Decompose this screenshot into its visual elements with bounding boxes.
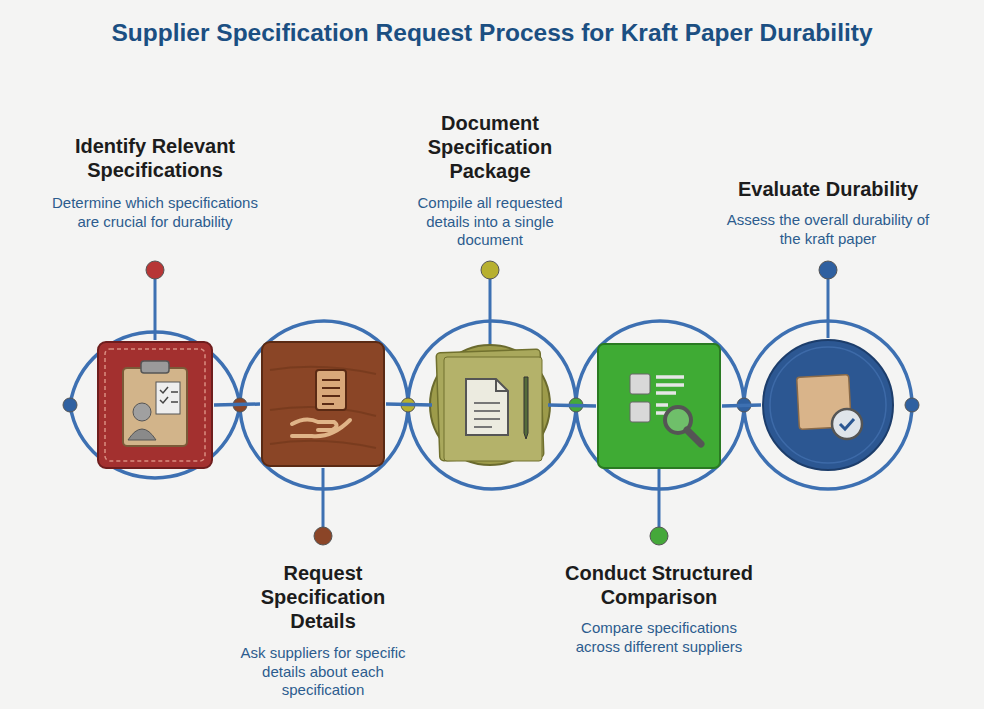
step-icon (260, 340, 386, 468)
step-node: Identify Relevant SpecificationsDetermin… (96, 340, 214, 470)
pin-stalk (658, 468, 661, 535)
step-node: Conduct Structured ComparisonCompare spe… (596, 342, 722, 470)
step-icon (432, 345, 548, 465)
cable-connector (214, 404, 260, 405)
step-node: Request Specification DetailsAsk supplie… (260, 340, 386, 468)
step-description: Assess the overall durability of the kra… (718, 211, 938, 248)
pin-stalk (489, 272, 492, 345)
pin-stalk (322, 468, 325, 535)
cable-connector (722, 405, 761, 406)
pin-dot (819, 261, 837, 279)
cable-connector (548, 405, 596, 406)
step-icon (96, 340, 214, 470)
step-heading: Conduct Structured Comparison (539, 561, 779, 609)
pin-stalk (154, 272, 157, 340)
cable-connector (386, 404, 432, 405)
step-description: Compile all requested details into a sin… (395, 194, 585, 250)
diagram-title: Supplier Specification Request Process f… (0, 19, 984, 47)
cable-dot (63, 398, 77, 412)
cable-dot (905, 398, 919, 412)
step-node: Document Specification PackageCompile al… (432, 345, 548, 465)
pin-stalk (827, 272, 830, 338)
pin-dot (314, 527, 332, 545)
step-icon (596, 342, 722, 470)
step-heading: Request Specification Details (248, 561, 398, 633)
pin-dot (481, 261, 499, 279)
cable-loop (744, 321, 912, 489)
pins (63, 261, 919, 545)
step-description: Ask suppliers for specific details about… (223, 644, 423, 700)
step-heading: Identify Relevant Specifications (50, 134, 260, 182)
step-description: Determine which specifications are cruci… (44, 194, 266, 231)
step-heading: Document Specification Package (415, 111, 565, 183)
pin-stalks (155, 272, 828, 535)
step-description: Compare specifications across different … (559, 619, 759, 656)
pin-dot (650, 527, 668, 545)
step-node: Evaluate DurabilityAssess the overall du… (761, 338, 895, 472)
step-heading: Evaluate Durability (708, 177, 948, 201)
step-icon (761, 338, 895, 472)
pin-dot (146, 261, 164, 279)
cable-loops (70, 321, 912, 489)
